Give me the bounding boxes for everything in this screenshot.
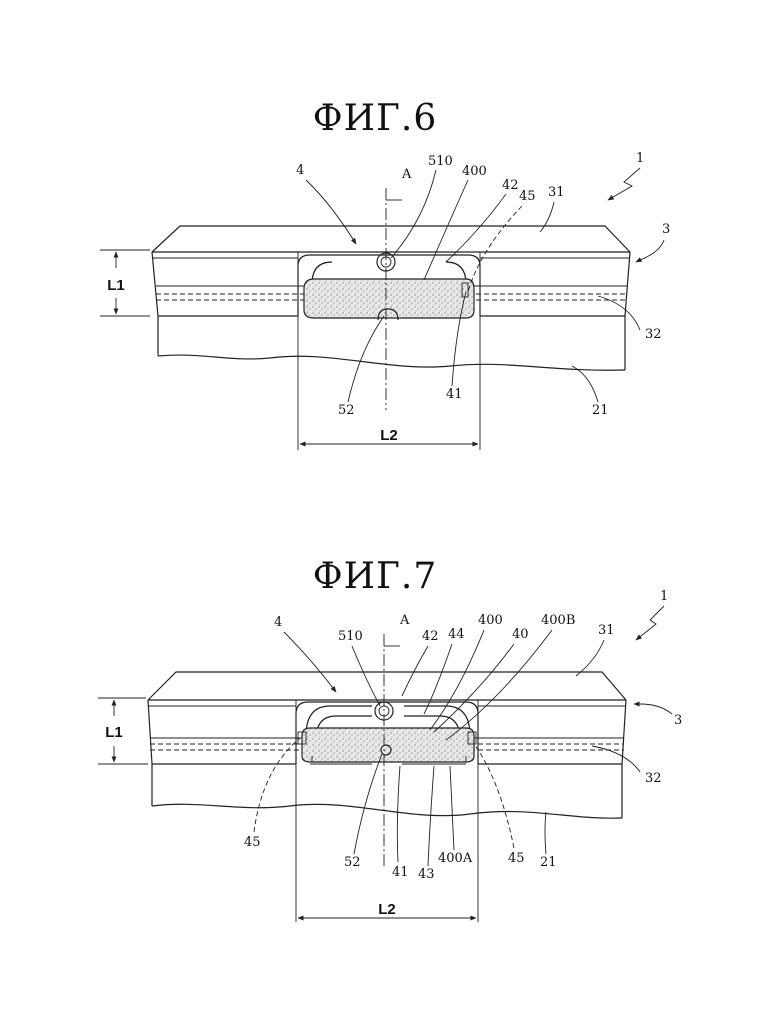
ref-43: 43 bbox=[418, 867, 435, 882]
ref-1: 1 bbox=[636, 151, 644, 166]
housing-31-top bbox=[148, 672, 626, 700]
housing-31-top bbox=[152, 226, 630, 252]
ref-400A: 400A bbox=[438, 851, 473, 866]
ref-45-left: 45 bbox=[244, 835, 261, 850]
ref-400: 400 bbox=[478, 613, 503, 628]
dim-L1: L1 bbox=[107, 277, 125, 294]
ref-31: 31 bbox=[598, 623, 615, 638]
figure-7: ФИГ.7 bbox=[98, 556, 682, 922]
ref-41: 41 bbox=[446, 387, 463, 402]
ref-40: 40 bbox=[512, 627, 529, 642]
ref-A: A bbox=[399, 613, 410, 628]
figure-6-title: ФИГ.6 bbox=[313, 98, 437, 139]
ref-42: 42 bbox=[502, 178, 519, 193]
ref-400B: 400B bbox=[541, 613, 575, 628]
pad-400 bbox=[304, 279, 474, 318]
ref-4: 4 bbox=[274, 615, 282, 630]
figure-7-title: ФИГ.7 bbox=[313, 556, 437, 597]
ref-45-right: 45 bbox=[508, 851, 525, 866]
ref-44: 44 bbox=[448, 627, 465, 642]
ref-4: 4 bbox=[296, 163, 304, 178]
ref-52: 52 bbox=[344, 855, 361, 870]
ref-3: 3 bbox=[662, 222, 670, 237]
figure-6: ФИГ.6 L2 bbox=[100, 98, 670, 450]
ref-A: A bbox=[401, 167, 412, 182]
ref-31: 31 bbox=[548, 185, 565, 200]
ref-400: 400 bbox=[462, 164, 487, 179]
dim-L2: L2 bbox=[378, 901, 396, 918]
ref-510: 510 bbox=[428, 154, 453, 169]
ref-3: 3 bbox=[674, 713, 682, 728]
ref-1: 1 bbox=[660, 589, 668, 604]
body-21-break-line bbox=[158, 355, 625, 370]
body-21-break-line bbox=[152, 804, 622, 818]
ref-32: 32 bbox=[645, 327, 662, 342]
ref-52: 52 bbox=[338, 403, 355, 418]
ref-41: 41 bbox=[392, 865, 409, 880]
ref-42: 42 bbox=[422, 629, 439, 644]
ref-510: 510 bbox=[338, 629, 363, 644]
dim-L1: L1 bbox=[105, 724, 123, 741]
ref-21: 21 bbox=[592, 403, 609, 418]
dim-L2: L2 bbox=[380, 427, 398, 444]
ref-32: 32 bbox=[645, 771, 662, 786]
ref-45: 45 bbox=[519, 189, 536, 204]
ref-21: 21 bbox=[540, 855, 557, 870]
